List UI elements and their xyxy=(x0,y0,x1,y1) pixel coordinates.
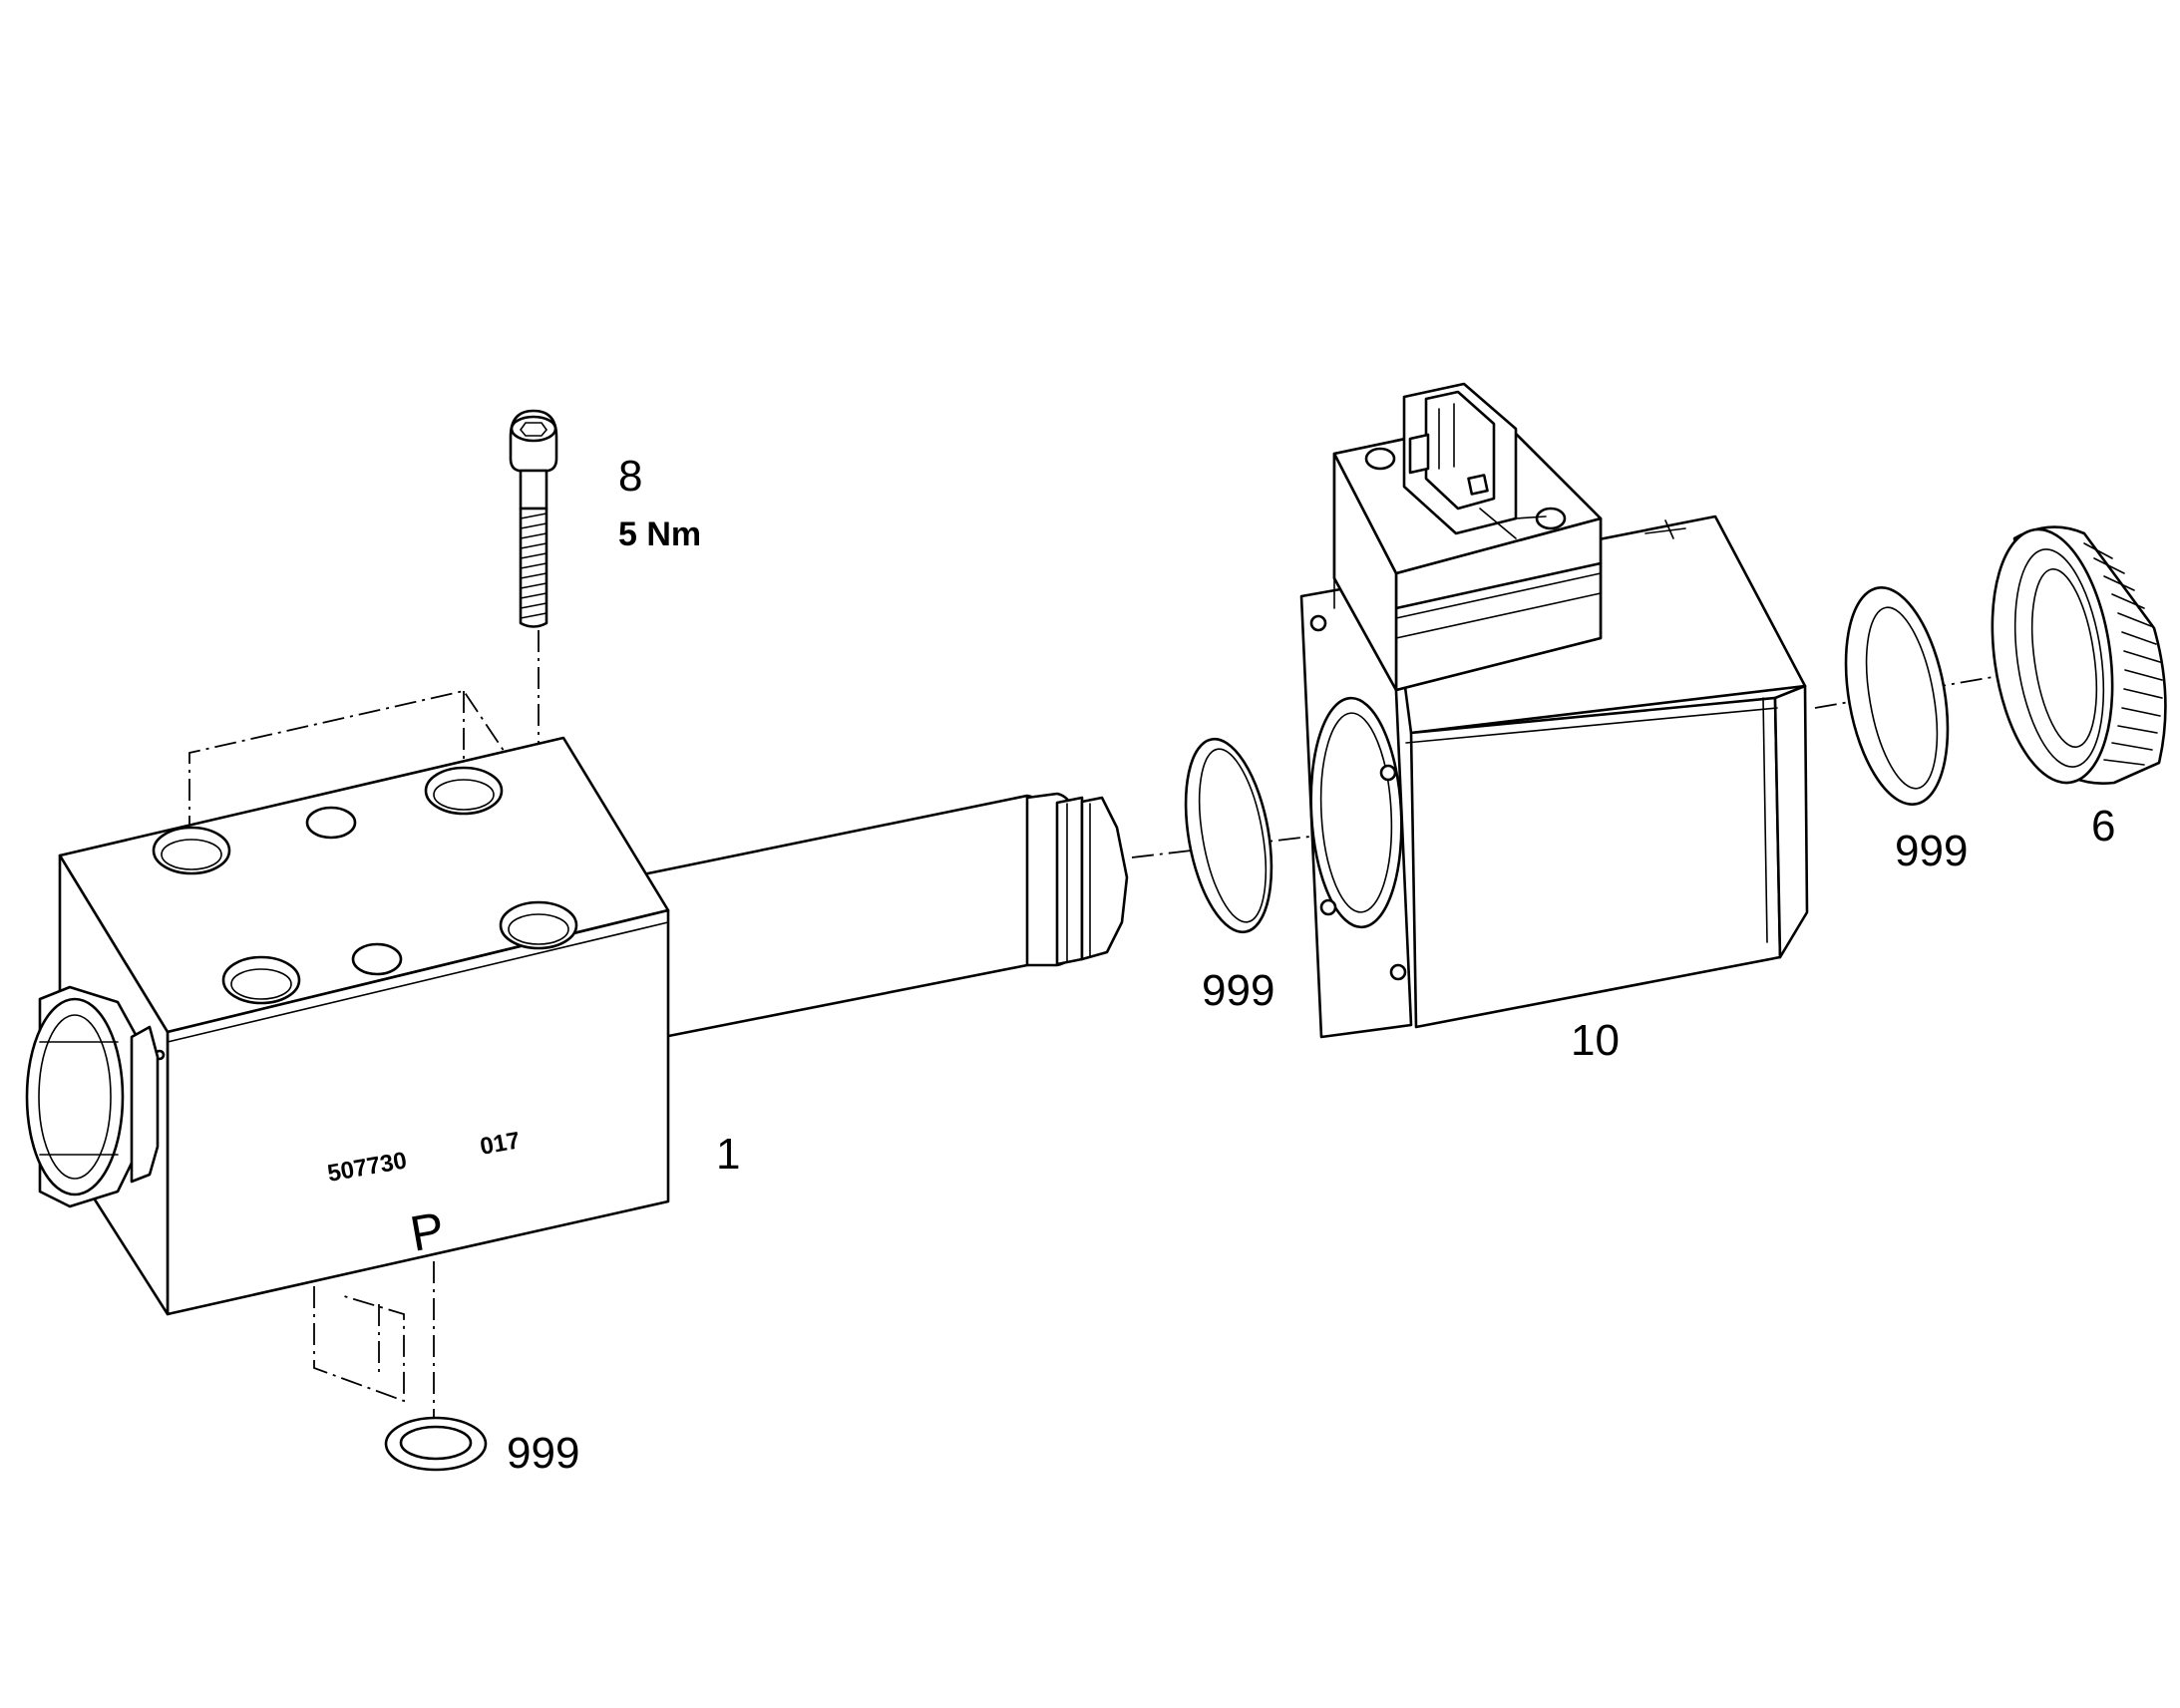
label-part-1: 1 xyxy=(716,1130,740,1179)
coil-part-10 xyxy=(1299,382,1809,1039)
label-part-8: 8 xyxy=(618,452,642,501)
bolt-part-8 xyxy=(509,409,558,628)
label-seal-left: 999 xyxy=(1202,966,1274,1015)
seal-ring-bottom xyxy=(384,1416,488,1472)
seal-ring-right xyxy=(1844,586,1950,806)
seal-ring-left xyxy=(1184,737,1273,934)
label-part-10: 10 xyxy=(1571,1016,1620,1065)
valve-body-part-1 xyxy=(25,736,1129,1316)
label-seal-right: 999 xyxy=(1895,827,1968,875)
label-torque-8: 5 Nm xyxy=(618,515,701,553)
knurled-nut-part-6 xyxy=(1991,525,2167,785)
label-part-6: 6 xyxy=(2091,802,2115,851)
label-seal-bottom: 999 xyxy=(507,1429,579,1478)
